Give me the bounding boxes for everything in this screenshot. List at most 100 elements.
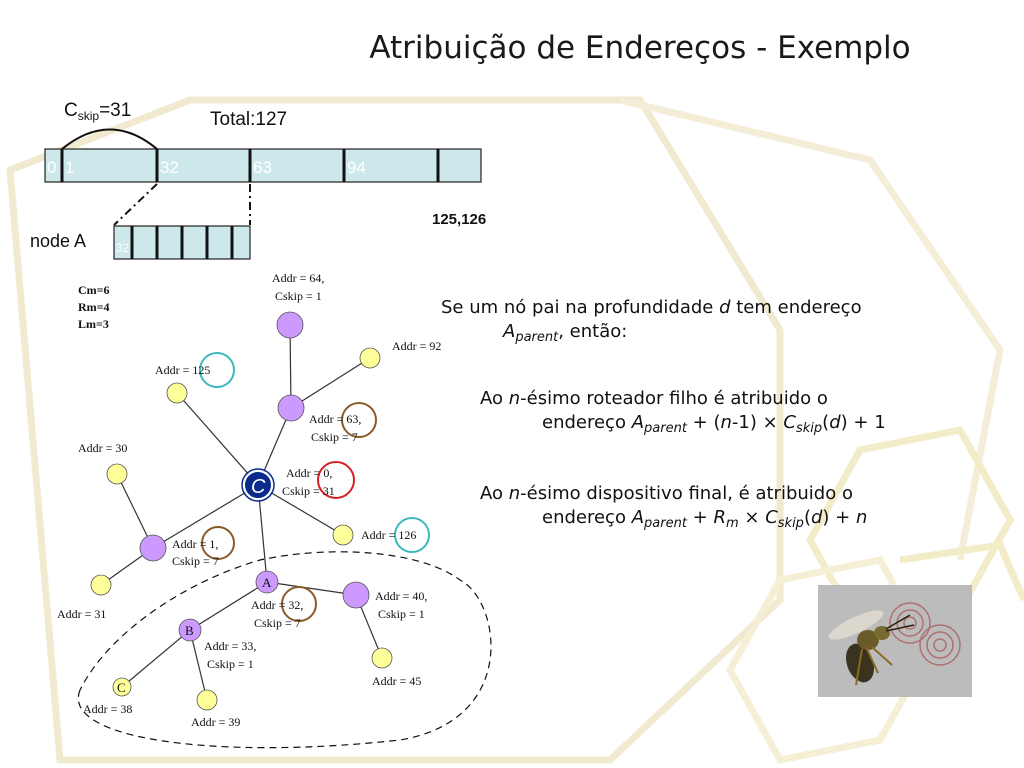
label-addr-38: Addr = 38 bbox=[83, 702, 132, 716]
text-run: + ( bbox=[686, 412, 721, 433]
label-cskip-40: Cskip = 1 bbox=[378, 607, 425, 621]
node-a-label: node A bbox=[30, 231, 86, 251]
end-device-92 bbox=[359, 347, 381, 369]
text-run: -ésimo roteador filho é atribuido o bbox=[520, 388, 828, 409]
node-a-address-bar: 32 node A bbox=[30, 225, 251, 260]
router-b-letter: B bbox=[185, 623, 194, 638]
highlight-0 bbox=[317, 461, 355, 499]
text-run: Ao bbox=[480, 388, 509, 409]
label-cskip-1: Cskip = 7 bbox=[172, 554, 219, 568]
text-run: n bbox=[855, 507, 868, 528]
label-addr-33: Addr = 33, bbox=[204, 639, 256, 653]
text-run: n bbox=[508, 388, 521, 409]
text-run: parent bbox=[644, 516, 687, 531]
label-addr-45: Addr = 45 bbox=[372, 674, 421, 688]
end-device-45 bbox=[371, 647, 393, 669]
subtree-boundary bbox=[77, 551, 492, 749]
cskip-arc bbox=[61, 128, 158, 150]
label-addr-126: Addr = 126 bbox=[361, 528, 416, 542]
indented-line: Aparent, então: bbox=[441, 320, 1011, 350]
end-device-31 bbox=[90, 574, 112, 596]
end-device-125 bbox=[166, 382, 188, 404]
text-run: Ao bbox=[480, 483, 509, 504]
label-cskip-33: Cskip = 1 bbox=[207, 657, 254, 671]
edge bbox=[176, 392, 259, 486]
label-addr-31: Addr = 31 bbox=[57, 607, 106, 621]
label-addr-0: Addr = 0, bbox=[286, 466, 332, 480]
tree-nodes bbox=[90, 311, 393, 711]
slide-title: Atribuição de Endereços - Exemplo bbox=[369, 30, 911, 66]
explanation-paragraph-1: Se um nó pai na profundidade d tem ender… bbox=[441, 296, 1011, 350]
label-addr-1: Addr = 1, bbox=[172, 537, 218, 551]
router-a-letter: A bbox=[262, 575, 272, 590]
wasp-photo bbox=[818, 585, 972, 697]
router-node-64 bbox=[276, 311, 304, 339]
address-cell-63: 63 bbox=[253, 158, 272, 177]
highlight-126 bbox=[394, 517, 430, 553]
param-rm: Rm=4 bbox=[78, 300, 110, 314]
label-addr-30: Addr = 30 bbox=[78, 441, 127, 455]
label-cskip-64: Cskip = 1 bbox=[275, 289, 322, 303]
text-run: + bbox=[686, 507, 714, 528]
total-address-bar: 0 1 32 63 94 Cskip=31 Total:127 125,126 bbox=[44, 100, 486, 228]
indented-line: endereço Aparent + (n-1) × Cskip(d) + 1 bbox=[480, 411, 1020, 441]
router-node-1 bbox=[139, 534, 167, 562]
address-cell-0: 0 bbox=[47, 158, 56, 177]
text-run: -1) × bbox=[731, 412, 784, 433]
zoom-line-left bbox=[113, 183, 158, 226]
text-run: d bbox=[810, 507, 823, 528]
photo-background bbox=[818, 585, 972, 697]
text-run: Se um nó pai na profundidade bbox=[441, 297, 720, 318]
text-run: n bbox=[720, 412, 732, 433]
tail-addresses: 125,126 bbox=[432, 211, 486, 228]
text-run: ) + bbox=[822, 507, 856, 528]
router-node-b bbox=[178, 618, 202, 642]
param-lm: Lm=3 bbox=[78, 317, 109, 331]
wasp-icon bbox=[828, 610, 915, 686]
coordinator-letter: C bbox=[251, 476, 266, 498]
edge bbox=[116, 473, 154, 549]
text-run: skip bbox=[777, 516, 804, 531]
end-device-30 bbox=[106, 463, 128, 485]
highlight-125 bbox=[199, 352, 235, 388]
edge bbox=[121, 629, 191, 688]
explanation-paragraph-3: Ao n-ésimo dispositivo final, é atribuid… bbox=[480, 482, 1020, 536]
edge bbox=[289, 324, 292, 409]
total-label: Total:127 bbox=[210, 109, 287, 130]
coordinator-outline bbox=[241, 468, 275, 502]
param-cm: Cm=6 bbox=[78, 283, 110, 297]
text-run: endereço bbox=[542, 412, 632, 433]
router-node-63 bbox=[277, 394, 305, 422]
label-addr-64: Addr = 64, bbox=[272, 271, 324, 285]
node-a-cell-32: 32 bbox=[116, 241, 130, 255]
label-addr-92: Addr = 92 bbox=[392, 339, 441, 353]
text-run: skip bbox=[796, 421, 823, 436]
label-cskip-32: Cskip = 7 bbox=[254, 616, 301, 630]
edge bbox=[189, 581, 268, 631]
label-cskip-63: Cskip = 7 bbox=[311, 430, 358, 444]
text-run: ) + 1 bbox=[840, 412, 886, 433]
highlight-1 bbox=[201, 526, 235, 560]
text-run: n bbox=[508, 483, 521, 504]
address-cell-94: 94 bbox=[347, 158, 366, 177]
router-node-40 bbox=[342, 581, 370, 609]
cskip-label: Cskip=31 bbox=[64, 100, 131, 123]
text-run: , então: bbox=[558, 321, 628, 342]
highlight-63 bbox=[341, 402, 377, 438]
label-addr-39: Addr = 39 bbox=[191, 715, 240, 729]
label-cskip-0: Cskip = 31 bbox=[282, 484, 335, 498]
edge bbox=[266, 581, 357, 596]
indented-line: endereço Aparent + Rm × Cskip(d) + n bbox=[480, 506, 1020, 536]
text-run: d bbox=[829, 412, 841, 433]
device-c-letter: C bbox=[117, 680, 126, 695]
text-run: C bbox=[765, 507, 778, 528]
address-cell-32: 32 bbox=[160, 158, 179, 177]
text-run: × bbox=[738, 507, 766, 528]
text-run: m bbox=[725, 516, 739, 531]
text-run: parent bbox=[515, 330, 559, 345]
text-run: ( bbox=[822, 412, 830, 433]
router-node-a bbox=[255, 570, 279, 594]
text-run: endereço bbox=[542, 507, 632, 528]
end-device-39 bbox=[196, 689, 218, 711]
label-addr-32: Addr = 32, bbox=[251, 598, 303, 612]
